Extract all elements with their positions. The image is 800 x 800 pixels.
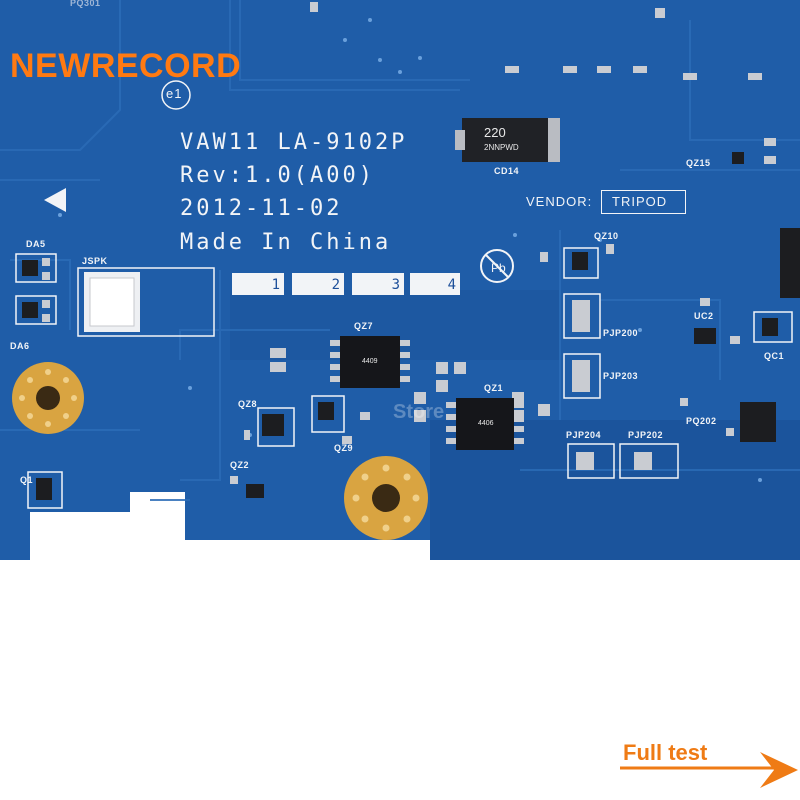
vendor-label: VENDOR: xyxy=(526,194,593,209)
label-qc1: QC1 xyxy=(764,351,785,361)
label-q1: Q1 xyxy=(20,475,34,485)
connector-label: JSPK xyxy=(82,256,108,266)
label-uc2: UC2 xyxy=(694,311,714,321)
lead-free-icon xyxy=(480,249,514,283)
board-origin: Made In China xyxy=(180,230,392,255)
svg-text:Pb: Pb xyxy=(491,261,506,275)
chip-qz7-marking: 4409 xyxy=(362,358,378,365)
label-qz9: QZ9 xyxy=(334,443,354,453)
chip-qz1-marking: 4406 xyxy=(478,420,494,427)
label-qz2: QZ2 xyxy=(230,460,250,470)
label-pjp204: PJP204 xyxy=(566,430,602,440)
label-pjp203: PJP203 xyxy=(603,371,639,381)
chip-qz1-ref: QZ1 xyxy=(484,383,504,393)
arrow-right-icon xyxy=(620,752,798,788)
vendor-box xyxy=(601,190,686,214)
board-date: 2012-11-02 xyxy=(180,196,343,221)
label-da6: DA6 xyxy=(10,341,30,351)
mounting-hole-center xyxy=(344,456,428,540)
marker-box-2: 2 xyxy=(292,273,344,295)
brand-watermark: NEWRECORD xyxy=(10,47,242,85)
diode-marking: 220 xyxy=(484,125,506,140)
marker-box-3: 3 xyxy=(352,273,404,295)
diode-ref: CD14 xyxy=(494,166,520,176)
label-pq202: PQ202 xyxy=(686,416,717,426)
marker-box-4: 4 xyxy=(410,273,460,295)
label-pjp200: PJP200 xyxy=(603,328,639,338)
triangle-marker-icon xyxy=(44,188,66,212)
store-watermark: Store xyxy=(393,401,445,423)
diode-sub-marking: 2NNPWD xyxy=(484,143,519,152)
chip-qz7-ref: QZ7 xyxy=(354,321,374,331)
board-revision: Rev:1.0(A00) xyxy=(180,163,375,188)
marker-box-1: 1 xyxy=(232,273,284,295)
label-da5: DA5 xyxy=(26,239,46,249)
vendor-name: TRIPOD xyxy=(612,194,668,209)
board-model: VAW11 LA-9102P xyxy=(180,130,408,155)
label-qz10: QZ10 xyxy=(594,231,619,241)
label-qz8: QZ8 xyxy=(238,399,258,409)
label-pjp202: PJP202 xyxy=(628,430,664,440)
version-tag: e1 xyxy=(166,86,183,101)
label-qz15: QZ15 xyxy=(686,158,711,168)
partial-top-label: PQ301 xyxy=(70,0,101,8)
full-test-label: Full test xyxy=(623,740,708,765)
mounting-hole-left xyxy=(12,362,84,434)
